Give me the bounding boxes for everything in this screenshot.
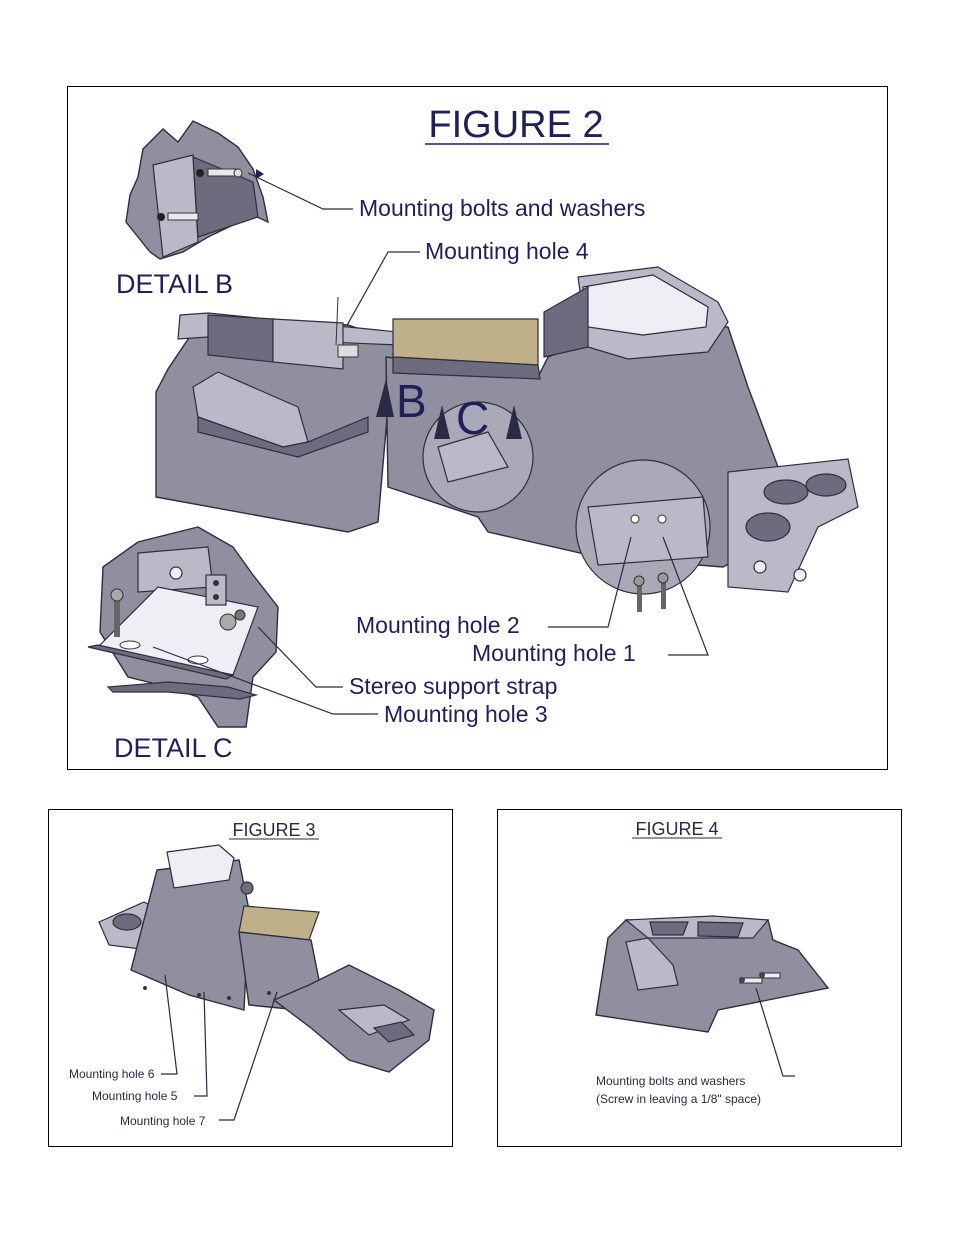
callout-c-arrow — [506, 405, 522, 439]
figure-3-drawing: FIGURE 3 Mounting hole 6 Mounting hole 5… — [69, 820, 435, 1128]
label-figure-4-mounting-bolts: Mounting bolts and washers — [596, 1074, 745, 1088]
figure-3-console-illustration — [98, 844, 435, 1073]
figure-4-title: FIGURE 4 — [635, 819, 718, 839]
callout-b-arrow — [376, 379, 394, 417]
figure-4-drawing: FIGURE 4 Mounting bolts and washers (Scr… — [595, 819, 830, 1106]
figure-3-panel: FIGURE 3 Mounting hole 6 Mounting hole 5… — [48, 809, 453, 1147]
label-figure-4-screw-note: (Screw in leaving a 1/8" space) — [596, 1092, 761, 1106]
label-mounting-hole-5: Mounting hole 5 — [92, 1089, 178, 1103]
detail-c-illustration — [87, 526, 279, 728]
console-main-illustration — [155, 266, 859, 612]
figure-4-console-illustration — [595, 915, 830, 1033]
figure-4-panel: FIGURE 4 Mounting bolts and washers (Scr… — [497, 809, 902, 1147]
label-mounting-bolts-washers: Mounting bolts and washers — [359, 195, 645, 221]
detail-c-label: DETAIL C — [114, 733, 233, 763]
callout-b-label: B — [396, 375, 427, 427]
label-mounting-hole-4: Mounting hole 4 — [425, 238, 589, 264]
figure-2-panel: FIGURE 2 DETAIL B Mounting bolts and was… — [67, 86, 888, 770]
callout-b-arrow-right — [434, 405, 450, 439]
label-mounting-hole-1: Mounting hole 1 — [472, 640, 636, 666]
figure-2-title: FIGURE 2 — [428, 104, 603, 146]
label-stereo-support-strap: Stereo support strap — [349, 673, 557, 699]
label-mounting-hole-3: Mounting hole 3 — [384, 701, 548, 727]
detail-b-illustration — [125, 120, 269, 260]
label-mounting-hole-6: Mounting hole 6 — [69, 1067, 155, 1081]
figure-3-title: FIGURE 3 — [232, 820, 315, 840]
label-mounting-hole-7: Mounting hole 7 — [120, 1114, 206, 1128]
callout-c-label: C — [456, 392, 489, 444]
figure-2-drawing: FIGURE 2 DETAIL B Mounting bolts and was… — [87, 104, 859, 763]
label-mounting-hole-2: Mounting hole 2 — [356, 612, 520, 638]
detail-b-label: DETAIL B — [116, 269, 233, 299]
